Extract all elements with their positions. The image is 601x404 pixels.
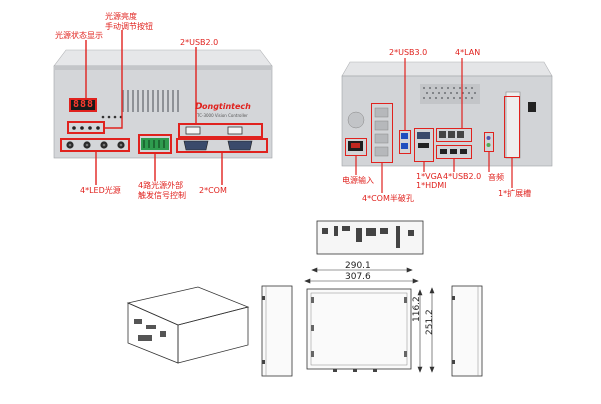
front-com-label: 2*COM xyxy=(199,186,227,195)
rear-lan-ports[interactable] xyxy=(436,128,472,142)
dim-depth: 251.2 xyxy=(425,309,435,335)
rear-com-knockouts xyxy=(371,103,393,163)
vga-label: 1*VGA xyxy=(416,172,443,181)
isometric-drawing xyxy=(126,286,250,364)
usb2-label: 4*USB2.0 xyxy=(443,172,482,181)
slot-label: 1*扩展槽 xyxy=(498,189,532,198)
right-side-view-drawing xyxy=(451,285,483,377)
rear-usb2-ports[interactable] xyxy=(436,145,472,159)
rear-expansion-slot xyxy=(504,96,520,158)
brand-text: ongtintech xyxy=(202,102,251,111)
trigger-label-1: 4路光源外部 xyxy=(138,181,184,190)
front-usb-label: 2*USB2.0 xyxy=(180,38,219,47)
status-label: 光源状态显示 xyxy=(55,31,103,40)
hdmi-label: 1*HDMI xyxy=(416,181,447,190)
display-value: 888 xyxy=(73,99,95,110)
top-view-drawing xyxy=(306,288,412,372)
power-label: 电源输入 xyxy=(342,176,374,185)
brightness-buttons[interactable] xyxy=(67,121,105,134)
audio-label: 音频 xyxy=(488,173,504,182)
usb3-label: 2*USB3.0 xyxy=(389,48,428,57)
dim-width-inner: 290.1 xyxy=(345,261,371,271)
seven-segment-display: 888 xyxy=(69,98,97,112)
power-input-port[interactable] xyxy=(345,138,367,156)
brand-d-mark: D xyxy=(195,102,203,112)
model-text: TC-3000 Vision Controller xyxy=(197,113,248,118)
rear-audio-ports[interactable] xyxy=(484,132,494,152)
dim-height: 116.2 xyxy=(412,296,422,322)
com-half-label: 4*COM半破孔 xyxy=(362,194,414,203)
rear-view-drawing xyxy=(316,220,424,255)
lan-label: 4*LAN xyxy=(455,48,481,57)
led-ports[interactable] xyxy=(60,138,130,152)
dim-width-outer: 307.6 xyxy=(345,272,371,282)
rear-usb3-ports[interactable] xyxy=(399,130,411,154)
left-side-view-drawing xyxy=(261,285,293,377)
trigger-terminal-block[interactable] xyxy=(138,134,172,154)
front-com-ports[interactable] xyxy=(176,138,268,153)
brand-logo: D ongtintech TC-3000 Vision Controller xyxy=(195,102,265,122)
trigger-label-2: 触发信号控制 xyxy=(138,191,186,200)
rear-vga-hdmi-ports[interactable] xyxy=(414,128,434,162)
brightness-label-1: 光源亮度 xyxy=(105,12,137,21)
status-leds xyxy=(101,115,123,119)
front-usb-ports[interactable] xyxy=(178,123,263,138)
brightness-label-2: 手动调节按钮 xyxy=(105,22,153,31)
led-label: 4*LED光源 xyxy=(80,186,121,195)
